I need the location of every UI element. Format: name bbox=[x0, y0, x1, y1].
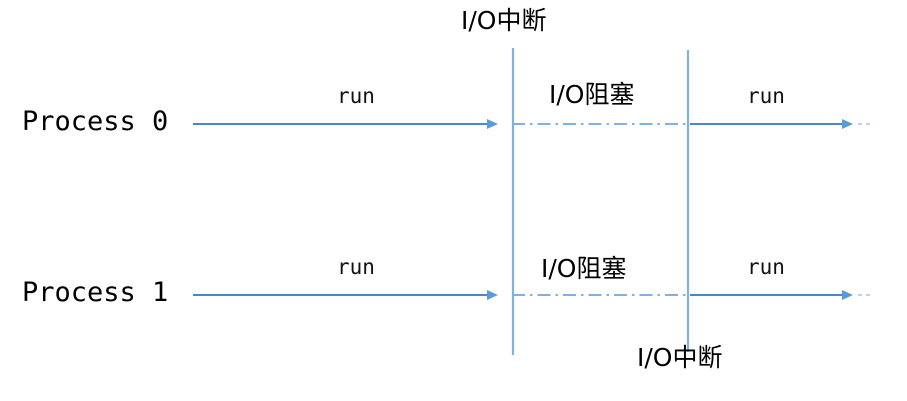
p0-run-label-2: run bbox=[747, 84, 785, 108]
lane-label-process-1: Process 1 bbox=[22, 277, 169, 308]
annotation-io-interrupt-top: I/O中断 bbox=[461, 6, 547, 35]
p0-blocked-label: I/O阻塞 bbox=[549, 80, 635, 109]
p1-run-label-2: run bbox=[747, 255, 785, 279]
annotation-io-interrupt-bottom: I/O中断 bbox=[637, 343, 723, 372]
p1-run-label-1: run bbox=[337, 255, 375, 279]
lane-label-process-0: Process 0 bbox=[22, 106, 169, 137]
p1-blocked-label: I/O阻塞 bbox=[541, 254, 627, 283]
p0-run-label-1: run bbox=[337, 84, 375, 108]
